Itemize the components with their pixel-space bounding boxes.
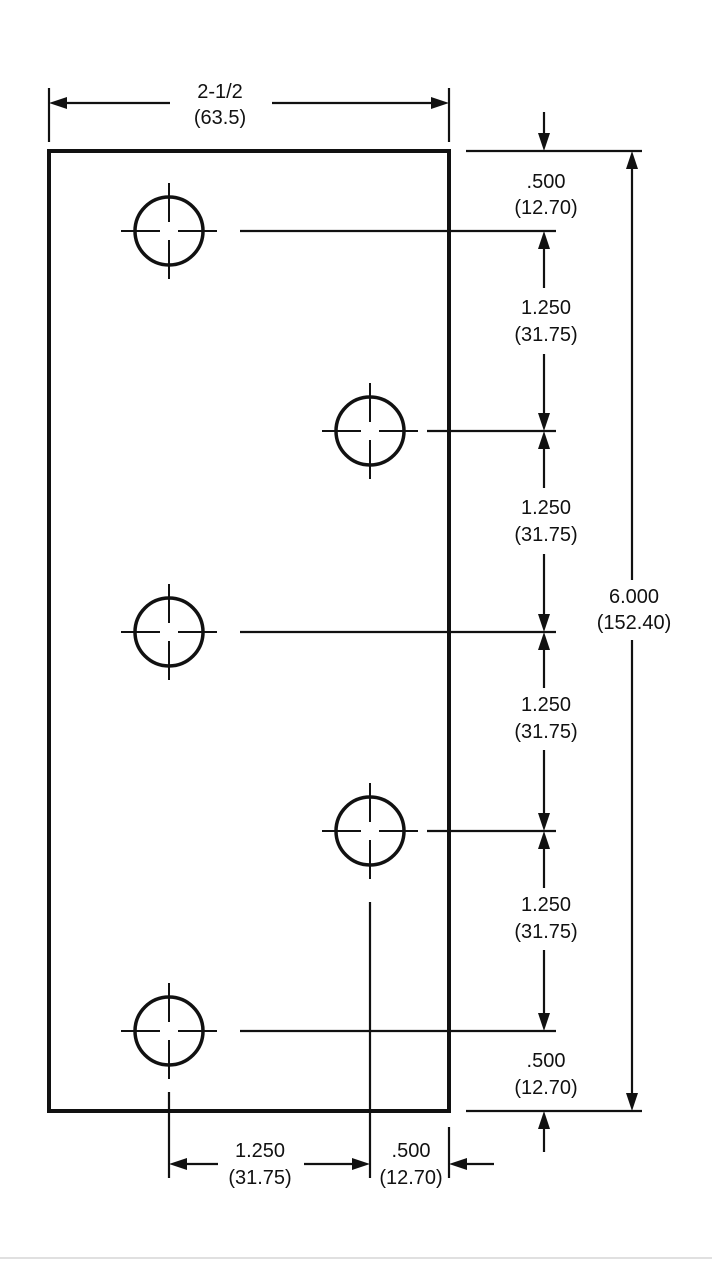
overall-width-value: 2-1/2 bbox=[197, 81, 243, 103]
hole-spacing-2-metric: (31.75) bbox=[514, 524, 577, 546]
hole-5 bbox=[121, 983, 217, 1079]
overall-height-metric: (152.40) bbox=[597, 612, 672, 634]
right-edge-offset-metric: (12.70) bbox=[379, 1167, 442, 1189]
hole-spacing-1-metric: (31.75) bbox=[514, 324, 577, 346]
bottom-edge-offset-value: .500 bbox=[527, 1050, 566, 1072]
overall-width-metric: (63.5) bbox=[194, 107, 246, 129]
hole-spacing-4-metric: (31.75) bbox=[514, 921, 577, 943]
hole-4 bbox=[322, 783, 418, 879]
horizontal-hole-spacing-metric: (31.75) bbox=[228, 1167, 291, 1189]
overall-height-value: 6.000 bbox=[609, 586, 659, 608]
right-edge-offset-dimension: .500 (12.70) bbox=[379, 1140, 494, 1189]
horizontal-hole-spacing-value: 1.250 bbox=[235, 1140, 285, 1162]
hole-2 bbox=[322, 383, 418, 479]
overall-width-dimension: 2-1/2 (63.5) bbox=[47, 81, 451, 142]
top-edge-offset-value: .500 bbox=[527, 171, 566, 193]
hole-spacing-3-value: 1.250 bbox=[521, 694, 571, 716]
right-edge-offset-value: .500 bbox=[392, 1140, 431, 1162]
bottom-edge-offset-metric: (12.70) bbox=[514, 1077, 577, 1099]
hole-spacing-1-dimension: 1.250 (31.75) bbox=[514, 297, 578, 431]
bottom-edge-offset-dimension: .500 (12.70) bbox=[514, 1050, 578, 1152]
extension-lines bbox=[167, 149, 642, 1178]
hole-3 bbox=[121, 584, 217, 680]
hole-spacing-3-dimension: 1.250 (31.75) bbox=[514, 632, 578, 831]
hole-spacing-1-value: 1.250 bbox=[521, 297, 571, 319]
hole-spacing-4-dimension: 1.250 (31.75) bbox=[514, 831, 578, 1031]
hole-1 bbox=[121, 183, 217, 279]
hole-spacing-4-value: 1.250 bbox=[521, 894, 571, 916]
top-edge-offset-dimension: .500 (12.70) bbox=[514, 112, 578, 288]
horizontal-hole-spacing-dimension: 1.250 (31.75) bbox=[169, 1140, 370, 1189]
hole-spacing-2-dimension: 1.250 (31.75) bbox=[514, 431, 578, 632]
hole-spacing-3-metric: (31.75) bbox=[514, 721, 577, 743]
top-edge-offset-metric: (12.70) bbox=[514, 197, 577, 219]
overall-height-dimension: 6.000 (152.40) bbox=[597, 151, 672, 1111]
hole-spacing-2-value: 1.250 bbox=[521, 497, 571, 519]
